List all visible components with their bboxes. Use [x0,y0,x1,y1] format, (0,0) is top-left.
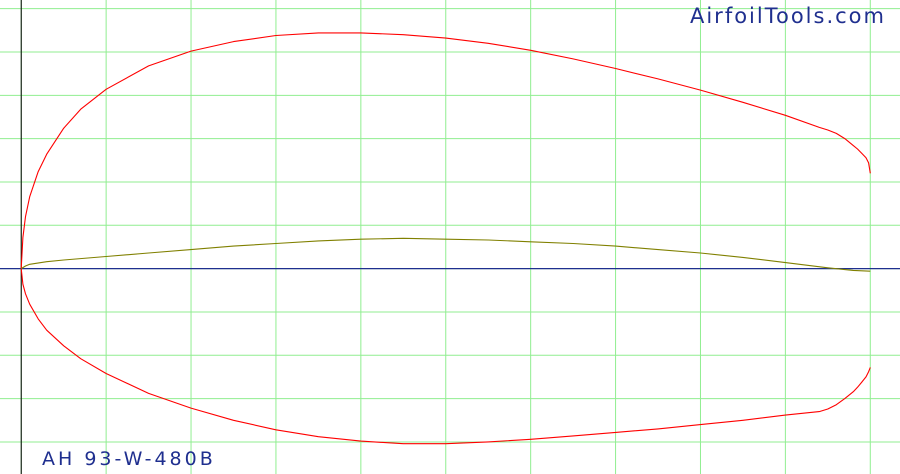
camber-line [20,237,871,272]
airfoil-name: AH 93-W-480B [42,448,216,470]
airfoiltools-watermark: AirfoilTools.com [689,4,886,28]
lower-surface-line [20,268,871,445]
upper-surface-line [20,32,871,269]
